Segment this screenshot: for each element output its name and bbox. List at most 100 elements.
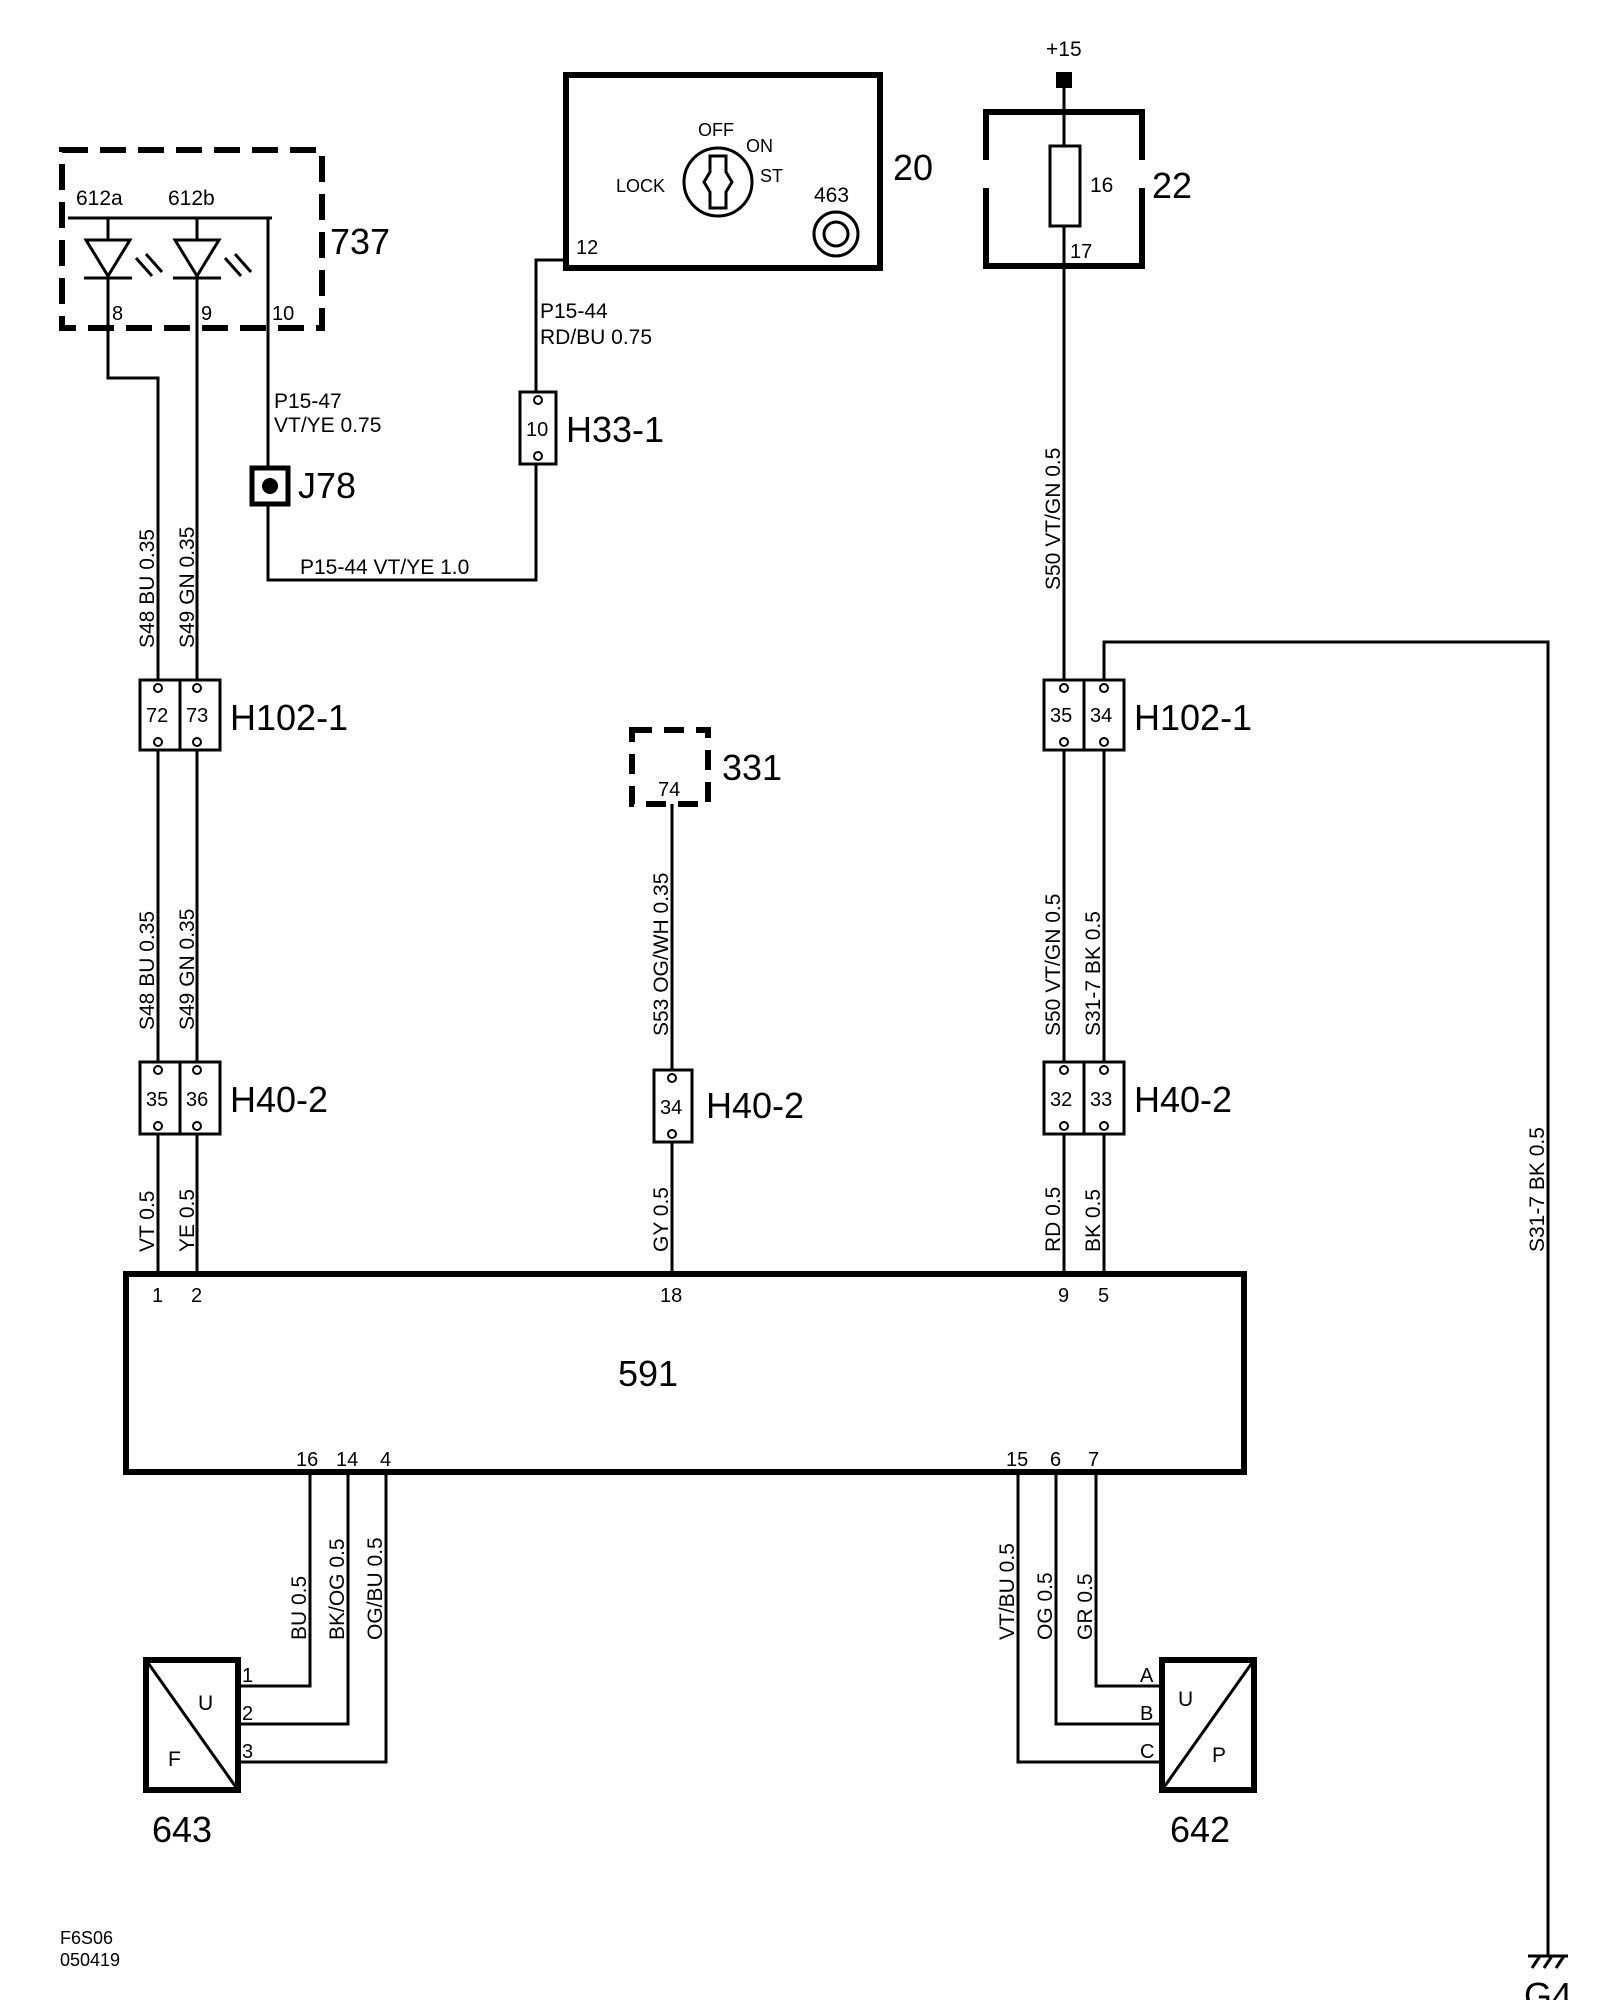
c642-pin-a: A [1140, 1665, 1154, 1687]
supply-terminal-icon [1056, 72, 1072, 88]
wire-p15-44-top: P15-44 [540, 300, 608, 323]
component-331-label: 331 [722, 747, 782, 788]
diagram-code: F6S06 [60, 1928, 113, 1948]
control-module-591-label: 591 [618, 1353, 678, 1394]
ground-g4-label: G4 [1524, 1975, 1572, 2000]
wire-s48-upper: S48 BU 0.35 [136, 529, 159, 648]
c643-pin-3: 3 [242, 1741, 253, 1763]
switch-on-label: ON [746, 136, 773, 156]
wires-middle [156, 750, 1106, 1070]
c591-pin-7: 7 [1088, 1449, 1099, 1471]
wire-bk: BK 0.5 [1082, 1189, 1105, 1252]
connector-h102-1-left: 72 73 H102-1 [138, 678, 348, 752]
connector-h102-1-right: 35 34 H102-1 [1042, 678, 1252, 752]
connector-h33-1: 10 H33-1 [518, 390, 664, 466]
wires-bottom [238, 1472, 1162, 1764]
led-612a-label: 612a [76, 187, 123, 210]
connector-h40-2-left-label: H40-2 [230, 1079, 328, 1120]
led-612b-icon [172, 218, 253, 330]
fuse-16-icon [1048, 144, 1082, 228]
c591-pin-4: 4 [380, 1449, 391, 1471]
c737-pin-8: 8 [112, 303, 123, 325]
c331-pin-74: 74 [658, 779, 680, 801]
c642-u-label: U [1178, 1688, 1193, 1711]
c591-pin-1: 1 [152, 1285, 163, 1307]
connector-h102-1-left-label: H102-1 [230, 697, 348, 738]
wire-s53: S53 OG/WH 0.35 [650, 873, 673, 1036]
wire-gr: GR 0.5 [1074, 1573, 1097, 1640]
component-20: 20 OFF ON LOCK ST 463 12 [563, 72, 933, 271]
control-module-591: 591 1 2 18 9 5 16 14 4 15 6 7 [123, 1271, 1247, 1475]
wire-s48-mid: S48 BU 0.35 [136, 911, 159, 1030]
component-642-label: 642 [1170, 1809, 1230, 1850]
component-643: U F 1 2 3 643 [143, 1657, 253, 1850]
wire-s50-mid: S50 VT/GN 0.5 [1042, 894, 1065, 1036]
wire-rd-bu: RD/BU 0.75 [540, 326, 652, 349]
switch-lock-label: LOCK [616, 176, 665, 196]
component-737: 737 612a 612b 8 9 10 [59, 147, 390, 331]
c591-pin-18: 18 [660, 1285, 682, 1307]
splice-j78: J78 [249, 465, 356, 507]
component-642: U P A B C 642 [1140, 1657, 1257, 1850]
c22-pin-17: 17 [1070, 241, 1092, 263]
wire-og-bu: OG/BU 0.5 [364, 1537, 387, 1640]
connector-h33-1-label: H33-1 [566, 409, 664, 450]
h102-1-right-pin-35: 35 [1050, 705, 1072, 727]
c642-p-label: P [1212, 1744, 1226, 1767]
h102-1-right-pin-34: 34 [1090, 705, 1112, 727]
h40-2-left-pin-35: 35 [146, 1089, 168, 1111]
component-463-label: 463 [814, 184, 849, 207]
component-463-icon [812, 210, 860, 258]
connector-h40-2-middle: 34 H40-2 [652, 1068, 804, 1144]
component-643-label: 643 [152, 1809, 212, 1850]
wires-upper [106, 258, 1550, 1956]
c591-pin-16: 16 [296, 1449, 318, 1471]
c737-pin-10: 10 [272, 303, 294, 325]
wire-s49-upper: S49 GN 0.35 [176, 527, 199, 648]
h102-1-left-pin-73: 73 [186, 705, 208, 727]
switch-st-label: ST [760, 166, 783, 186]
c642-pin-b: B [1140, 1703, 1153, 1725]
wire-gy: GY 0.5 [650, 1187, 673, 1252]
c591-pin-5: 5 [1098, 1285, 1109, 1307]
wire-ye: YE 0.5 [176, 1189, 199, 1252]
connector-h102-1-right-label: H102-1 [1134, 697, 1252, 738]
diagram-date: 050419 [60, 1950, 120, 1970]
c643-pin-1: 1 [242, 1665, 253, 1687]
ground-icon [1528, 1954, 1568, 1969]
c591-pin-15: 15 [1006, 1449, 1028, 1471]
wire-bk-og: BK/OG 0.5 [326, 1538, 349, 1640]
c643-pin-2: 2 [242, 1703, 253, 1725]
c591-pin-6: 6 [1050, 1449, 1061, 1471]
h40-2-right-pin-33: 33 [1090, 1089, 1112, 1111]
wire-vt-ye-075: VT/YE 0.75 [274, 414, 381, 437]
connector-h40-2-middle-label: H40-2 [706, 1085, 804, 1126]
c643-f-label: F [168, 1748, 181, 1771]
connector-h40-2-right: 32 33 H40-2 [1042, 1060, 1232, 1136]
connector-h40-2-left: 35 36 H40-2 [138, 1060, 328, 1136]
wire-s31-7-right: S31-7 BK 0.5 [1526, 1127, 1549, 1252]
c737-pin-9: 9 [201, 303, 212, 325]
switch-off-label: OFF [698, 120, 734, 140]
ground-g4: G4 [1524, 1954, 1572, 2000]
wire-p15-47: P15-47 [274, 390, 342, 413]
led-612b-label: 612b [168, 187, 215, 210]
fuse-16-label: 16 [1090, 174, 1113, 197]
c591-pin-9: 9 [1058, 1285, 1069, 1307]
wire-bu: BU 0.5 [288, 1576, 311, 1640]
component-20-label: 20 [893, 147, 933, 188]
h40-2-middle-pin-34: 34 [660, 1097, 682, 1119]
wire-og: OG 0.5 [1034, 1572, 1057, 1640]
wire-vt: VT 0.5 [136, 1191, 159, 1252]
h33-1-pin-10: 10 [526, 419, 548, 441]
c591-pin-2: 2 [191, 1285, 202, 1307]
wire-s31-7-mid: S31-7 BK 0.5 [1082, 911, 1105, 1036]
component-331: 74 331 [629, 727, 782, 807]
supply-plus15-label: +15 [1046, 38, 1082, 61]
h40-2-left-pin-36: 36 [186, 1089, 208, 1111]
c643-u-label: U [198, 1692, 213, 1715]
component-22: +15 22 16 17 [983, 38, 1192, 269]
wires-lower [156, 1134, 1106, 1272]
ignition-key-icon [682, 146, 754, 218]
wire-vt-bu: VT/BU 0.5 [996, 1543, 1019, 1640]
